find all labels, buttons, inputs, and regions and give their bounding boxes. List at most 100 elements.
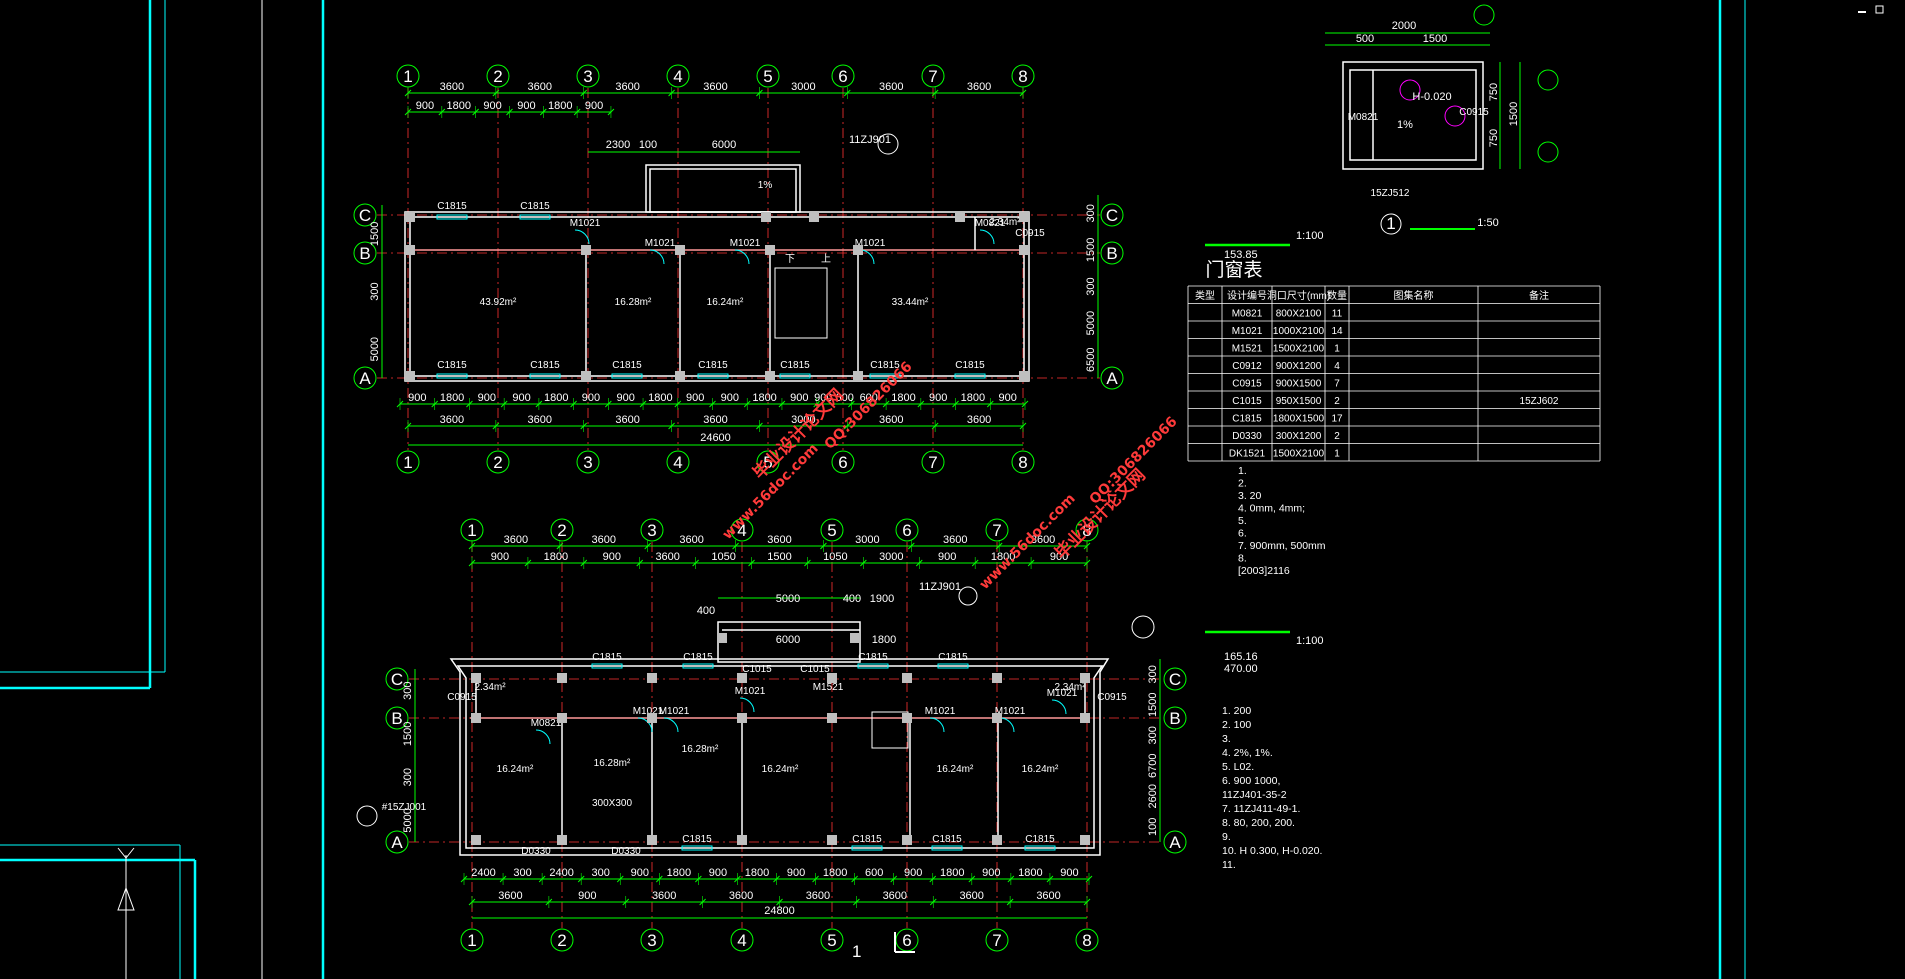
bottom-dim-secondary-value: 1800 — [752, 392, 776, 404]
axis-letter: B — [1106, 244, 1117, 263]
detail-ref: 11ZJ901 — [919, 581, 961, 593]
top-dim-secondary-value: 900 — [603, 551, 621, 563]
side-window: C0915 — [1015, 228, 1045, 239]
axis-number: 7 — [928, 67, 937, 86]
note-line: 6. — [1238, 528, 1247, 540]
bottom-dim-primary-value: 3600 — [729, 890, 753, 902]
window-label: C1815 — [592, 652, 622, 663]
column — [955, 212, 965, 222]
lower-walls — [449, 621, 1110, 856]
bottom-dim-secondary-value: 1800 — [440, 392, 464, 404]
column — [850, 633, 860, 643]
top-dim-primary-value: 3600 — [440, 81, 464, 93]
schedule-cell: 7 — [1334, 379, 1340, 390]
axis-number: 3 — [647, 931, 656, 950]
toilet-dim: 2000 — [1392, 20, 1416, 32]
axis-letter: A — [1106, 369, 1118, 388]
column — [581, 245, 591, 255]
axis-bubble — [1100, 241, 1124, 265]
axis-bubble — [831, 64, 855, 88]
upper-block-dim: 5000 — [776, 593, 800, 605]
axis-bubble — [666, 64, 690, 88]
top-dim-primary-value: 3600 — [703, 81, 727, 93]
window-control-icons[interactable] — [1858, 5, 1884, 14]
axis-number: 8 — [1082, 521, 1091, 540]
top-dim-secondary-value: 1800 — [544, 551, 568, 563]
window — [529, 373, 561, 379]
top-dim-primary-value: 3600 — [615, 81, 639, 93]
note-line: 3. 20 — [1238, 490, 1262, 502]
axis-letter: C — [1106, 206, 1118, 225]
column — [827, 673, 837, 683]
door-label: M1021 — [645, 238, 676, 249]
axis-number: 4 — [737, 521, 746, 540]
window — [611, 373, 643, 379]
top-dim-primary-value: 3600 — [592, 534, 616, 546]
bottom-dim-secondary-value: 1800 — [940, 867, 964, 879]
bottom-dim-secondary-value: 600 — [860, 392, 878, 404]
axis-bubble — [486, 450, 510, 474]
column — [902, 835, 912, 845]
window — [682, 663, 714, 669]
window — [519, 214, 551, 220]
bottom-dim-secondary-value: 900 — [998, 392, 1016, 404]
window — [1024, 845, 1056, 851]
plan-titles: 1:100 153.85 1:100 165.16 470.00 — [1205, 230, 1324, 675]
column — [992, 713, 1002, 723]
bottom-dim-secondary-value: 300 — [592, 867, 610, 879]
bottom-dim-secondary-value: 900 — [787, 867, 805, 879]
top-dim-secondary-value: 900 — [483, 100, 501, 112]
upper-block-dim: 1900 — [870, 593, 894, 605]
top-dim-secondary-value: 900 — [416, 100, 434, 112]
bottom-dim-secondary-value: 900 — [512, 392, 530, 404]
axis-letter: B — [359, 244, 370, 263]
toilet-dim-v: 750 — [1488, 83, 1500, 101]
entry-window: C1015 — [742, 664, 772, 675]
bottom-dim-secondary-value: 1800 — [891, 392, 915, 404]
ref-bubble — [356, 805, 378, 827]
top-dim-primary-value: 3600 — [528, 81, 552, 93]
drawing-frame — [0, 0, 1746, 979]
axis-bubble — [921, 64, 945, 88]
toilet-door: M0821 — [1348, 112, 1379, 123]
column — [992, 835, 1002, 845]
bottom-dim-secondary-value: 900 — [904, 867, 922, 879]
column — [1080, 673, 1090, 683]
total-length: 24600 — [700, 432, 731, 444]
bottom-dim-secondary-value: 1800 — [823, 867, 847, 879]
schedule-header: 类型 — [1195, 289, 1215, 302]
axis-bubble — [1163, 706, 1187, 730]
axis-number: 1 — [467, 931, 476, 950]
bottom-dim-secondary-value: 1800 — [1018, 867, 1042, 879]
top-dim-primary-value: 3600 — [879, 81, 903, 93]
upper-staircase — [774, 267, 828, 339]
bottom-dim-primary-value: 3600 — [883, 890, 907, 902]
top-dim-secondary-value: 3600 — [655, 551, 679, 563]
note-line: 1. — [1238, 465, 1247, 477]
bottom-dim-secondary-value: 900 — [686, 392, 704, 404]
axis-bubble — [985, 518, 1009, 542]
schedule-cell: 1800X1500 — [1273, 414, 1325, 425]
axis-bubble — [550, 518, 574, 542]
window — [436, 214, 468, 220]
low-window: D0330 — [611, 846, 641, 857]
column — [471, 835, 481, 845]
upper-block-dim: 100 — [639, 139, 657, 151]
axis-bubble — [1075, 928, 1099, 952]
top-dim-secondary-value: 900 — [491, 551, 509, 563]
schedule-cell: 1 — [1334, 449, 1340, 460]
axis-number: 5 — [827, 931, 836, 950]
window-label: C1815 — [955, 360, 985, 371]
column — [1019, 212, 1029, 222]
axis-number: 1 — [403, 453, 412, 472]
window-label: C1815 — [938, 652, 968, 663]
toilet-dim: 500 — [1356, 33, 1374, 45]
bottom-dim-secondary-value: 900 — [582, 392, 600, 404]
schedule-cell: DK1521 — [1229, 449, 1266, 460]
bottom-dim-secondary-value: 900 — [631, 867, 649, 879]
column — [557, 713, 567, 723]
